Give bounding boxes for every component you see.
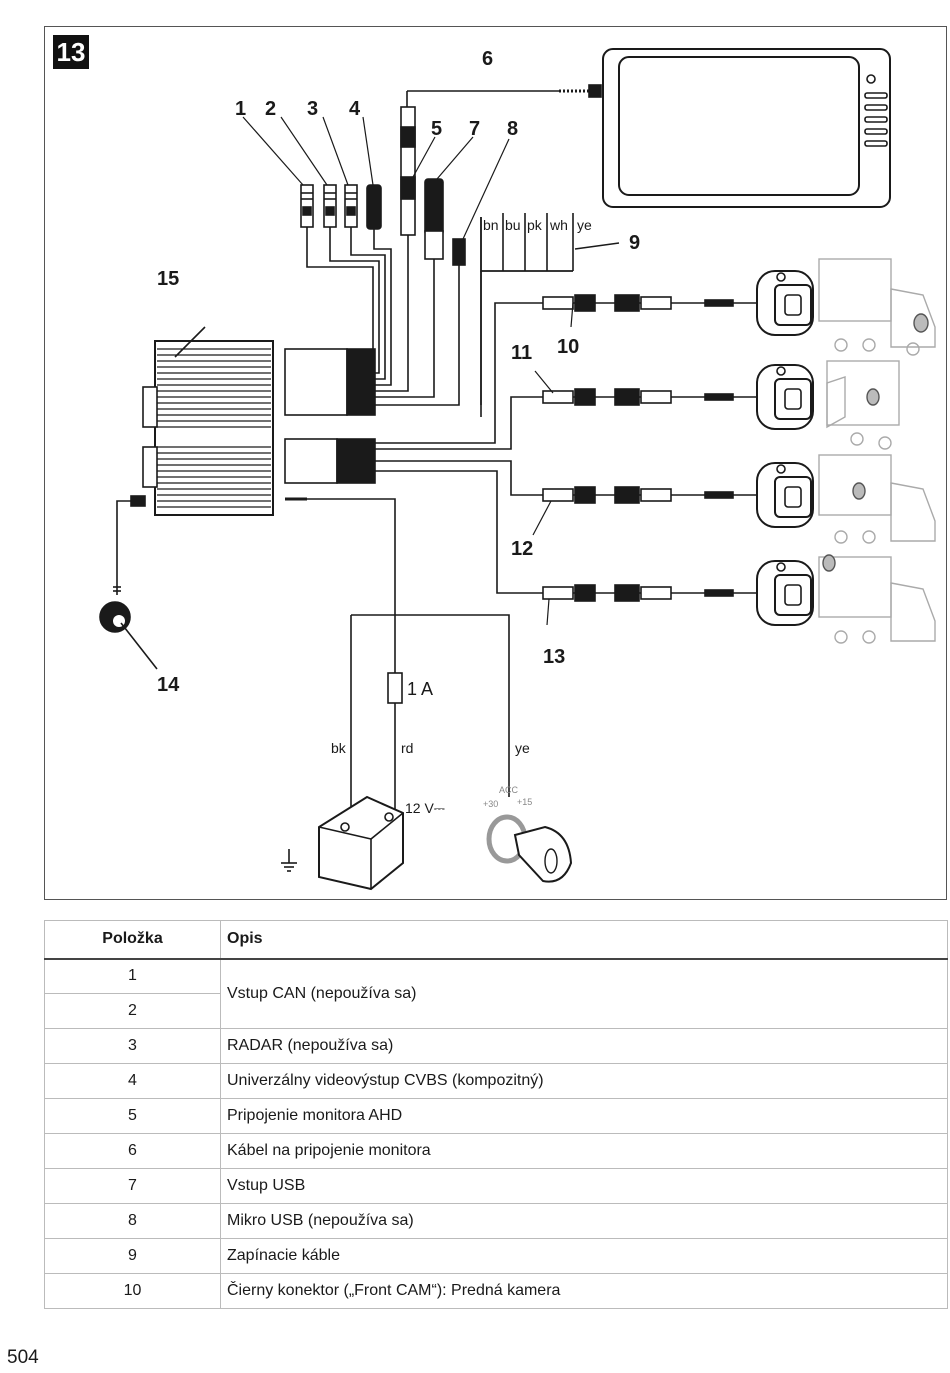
item-description: Vstup CAN (nepoužíva sa) [220, 958, 948, 1029]
wire-label-ye: ye [515, 740, 530, 756]
camera-wiring [375, 302, 541, 594]
item-description: Univerzálny videovýstup CVBS (kompozitný… [220, 1063, 948, 1099]
table-row: 6 Kábel na pripojenie monitora [44, 1133, 948, 1169]
table-row: 10 Čierny konektor („Front CAM“): Predná… [44, 1273, 948, 1309]
table-row: 7 Vstup USB [44, 1168, 948, 1204]
callout-2: 2 [265, 98, 276, 120]
wiring-diagram-figure: 13 [44, 26, 947, 900]
item-description: Vstup USB [220, 1168, 948, 1204]
callout-leaders [242, 116, 574, 626]
callout-1: 1 [235, 98, 246, 120]
camera-icon [756, 364, 814, 430]
ignition-key-icon [486, 814, 573, 883]
wire-label-rd: rd [401, 740, 413, 756]
page-number: 504 [7, 1347, 39, 1368]
item-description: Čierny konektor („Front CAM“): Predná ka… [220, 1273, 948, 1309]
table-row: 3 RADAR (nepoužíva sa) [44, 1028, 948, 1064]
callout-10: 10 [557, 336, 579, 358]
camera-icon [756, 560, 814, 626]
table-row: 9 Zapínacie káble [44, 1238, 948, 1274]
callout-13: 13 [543, 646, 565, 668]
camera-connector-rows [541, 294, 759, 602]
column-header-description: Opis [220, 920, 948, 960]
callout-11: 11 [511, 342, 532, 364]
truck-icon [826, 360, 900, 450]
ignition-acc-label: ACC [499, 785, 519, 795]
item-description: RADAR (nepoužíva sa) [220, 1028, 948, 1064]
voltage-label: 12 V⎓ [405, 800, 445, 816]
legend-table: Položka Opis 1 Vstup CAN (nepoužíva sa) … [44, 920, 948, 1309]
callout-4: 4 [349, 98, 361, 120]
item-number: 9 [44, 1238, 221, 1274]
monitor-icon [406, 48, 891, 208]
wire-color-bn: bn [483, 217, 499, 233]
truck-icon [818, 258, 936, 356]
camera-icons [756, 270, 814, 626]
item-number: 3 [44, 1028, 221, 1064]
callout-14: 14 [157, 674, 180, 696]
truck-icons [818, 258, 936, 644]
table-row: 8 Mikro USB (nepoužíva sa) [44, 1203, 948, 1239]
ignition-plus30-label: +30 [483, 799, 498, 809]
callout-7: 7 [469, 118, 480, 140]
callout-5: 5 [431, 118, 442, 140]
truck-icon [818, 454, 936, 544]
fuse-label: 1 A [407, 679, 433, 699]
table-row: 1 Vstup CAN (nepoužíva sa) [44, 958, 948, 1029]
callout-6: 6 [482, 48, 493, 70]
callout-9: 9 [629, 232, 640, 254]
callout-3: 3 [307, 98, 318, 120]
top-connectors-group [300, 106, 466, 279]
wire-color-wh: wh [549, 217, 568, 233]
callout-12: 12 [511, 538, 533, 560]
wire-color-pk: pk [527, 217, 543, 233]
table-row: 5 Pripojenie monitora AHD [44, 1098, 948, 1134]
battery-icon [281, 795, 404, 891]
wire-color-bu: bu [505, 217, 521, 233]
item-number: 8 [44, 1203, 221, 1239]
item-number: 6 [44, 1133, 221, 1169]
column-header-item: Položka [44, 920, 221, 960]
item-number: 7 [44, 1168, 221, 1204]
item-number: 2 [44, 993, 221, 1029]
wire-color-ye: ye [577, 217, 592, 233]
item-description: Kábel na pripojenie monitora [220, 1133, 948, 1169]
item-description: Zapínacie káble [220, 1238, 948, 1274]
legend-table-header: Položka Opis [44, 920, 948, 960]
ignition-plus15-label: +15 [517, 797, 532, 807]
item-number: 1 [44, 958, 221, 994]
item-description: Mikro USB (nepoužíva sa) [220, 1203, 948, 1239]
callout-8: 8 [507, 118, 518, 140]
figure-number-badge: 13 [53, 35, 89, 69]
camera-icon [756, 462, 814, 528]
table-row: 4 Univerzálny videovýstup CVBS (kompozit… [44, 1063, 948, 1099]
item-number: 5 [44, 1098, 221, 1134]
item-description: Pripojenie monitora AHD [220, 1098, 948, 1134]
truck-icon [818, 554, 936, 644]
power-wiring [99, 495, 510, 817]
camera-icon [756, 270, 814, 336]
item-number: 10 [44, 1273, 221, 1309]
callout-15: 15 [157, 268, 179, 290]
wiring-diagram: 1 2 3 4 5 6 7 8 9 10 11 12 13 14 15 bn b… [99, 48, 936, 891]
wire-label-bk: bk [331, 740, 347, 756]
table-row: 2 [44, 993, 948, 1029]
item-number: 4 [44, 1063, 221, 1099]
control-unit-15 [142, 326, 376, 516]
